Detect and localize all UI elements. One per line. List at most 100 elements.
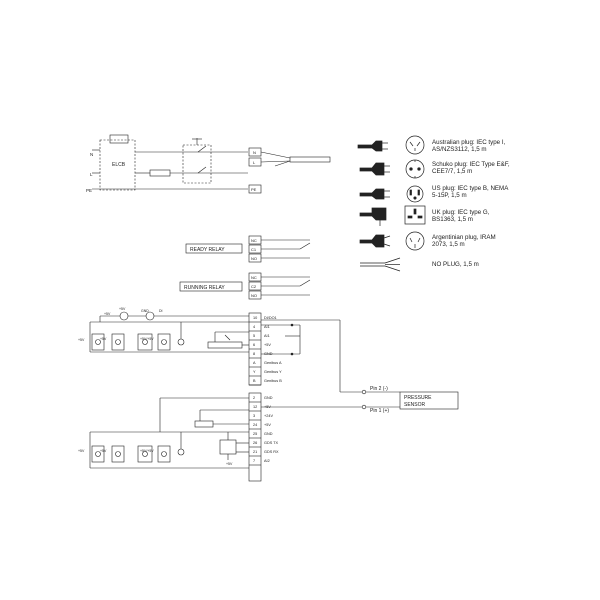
terminal-number: 26 <box>253 441 257 445</box>
pin1-node <box>361 404 367 410</box>
sensor-title-2: SENSOR <box>404 402 426 408</box>
plug-text-australian: Australian plug: IEC type I,AS/NZS3112, … <box>432 139 506 153</box>
terminal-label: Genibus A <box>264 361 282 365</box>
plug-icon-none <box>360 257 401 272</box>
plug-text-uk: UK plug: IEC type G,BS1363, 1,5 m <box>432 209 490 223</box>
svg-text:+5V/+5V: +5V/+5V <box>140 449 154 453</box>
terminal-pe <box>248 184 262 194</box>
terminal-label: +5V <box>264 423 271 427</box>
plug-icon-argentinian <box>359 231 425 251</box>
svg-text:NC: NC <box>251 238 257 243</box>
source-5v <box>119 311 129 321</box>
pin2-label: Pin 2 (-) <box>370 386 388 392</box>
terminal-label: Genibus B <box>264 379 282 383</box>
switch-contact-2 <box>197 166 207 174</box>
converter-box <box>219 439 237 455</box>
terminal-number: A <box>253 361 256 365</box>
sensor-title-1: PRESSURE <box>404 395 432 401</box>
terminal-number: 2 <box>253 396 255 400</box>
svg-text:+5V/+5V: +5V/+5V <box>140 337 154 341</box>
terminal-label: AI2 <box>264 459 270 463</box>
ready-relay-box <box>185 243 243 254</box>
switch-box <box>182 144 212 184</box>
plug-icon-uk <box>359 205 426 226</box>
svg-text:PE: PE <box>251 187 257 192</box>
running-relay: RUNNING RELAY NC C2 NO <box>179 272 311 300</box>
terminal-number: 10 <box>253 316 257 320</box>
svg-text:+5V: +5V <box>100 337 107 341</box>
fuse-symbol <box>149 169 171 177</box>
plug-text-none: NO PLUG, 1,5 m <box>432 261 479 268</box>
svg-text:C2: C2 <box>251 284 257 289</box>
svg-text:+5V: +5V <box>100 449 107 453</box>
svg-text:NO: NO <box>251 293 257 298</box>
pressure-sensor-box <box>399 391 459 410</box>
terminal-label: +24V <box>264 414 273 418</box>
plug-text-schuko: Schuko plug: IEC Type E&F,CEE7/7, 1,5 m <box>432 161 510 175</box>
power-cable <box>289 156 331 163</box>
source-di <box>145 311 155 321</box>
running-relay-box <box>179 281 243 292</box>
svg-text:GND: GND <box>141 309 149 313</box>
terminal-label: AI1 <box>264 334 270 338</box>
filter-top-symbol <box>109 134 129 144</box>
terminal-number: 8 <box>253 352 255 356</box>
svg-text:DI: DI <box>159 309 163 313</box>
svg-text:+5V: +5V <box>104 312 111 316</box>
svg-text:NC: NC <box>251 275 257 280</box>
terminal-label: GND <box>264 396 273 400</box>
svg-text:+5V: +5V <box>226 462 233 466</box>
potentiometer-2 <box>194 420 214 428</box>
terminal-number: 7 <box>253 459 255 463</box>
potentiometer-1 <box>207 341 243 349</box>
svg-text:+5V: +5V <box>78 338 85 342</box>
terminal-number: 24 <box>253 423 257 427</box>
plug-icon-us <box>359 185 424 203</box>
terminal-label: Genibus Y <box>264 370 282 374</box>
svg-text:+5V: +5V <box>78 449 85 453</box>
svg-text:L: L <box>253 160 256 165</box>
plug-icon-schuko <box>359 159 425 179</box>
terminal-number: 6 <box>253 343 255 347</box>
pin2-node <box>361 389 367 395</box>
pin1-label: Pin 1 (+) <box>370 408 389 414</box>
running-relay-label: RUNNING RELAY <box>184 285 225 291</box>
terminal-strip-2 <box>248 392 262 482</box>
terminal-label: AI1 <box>264 325 270 329</box>
terminal-label: GDS RX <box>264 450 279 454</box>
terminal-number: 25 <box>253 432 257 436</box>
pressure-sensor: Pin 2 (-) Pin 1 (+) PRESSURE SENSOR <box>361 386 459 414</box>
power-label-n: N <box>90 152 93 157</box>
terminal-label: +5V <box>264 343 271 347</box>
power-label-pe: PE <box>86 188 92 193</box>
svg-text:C1: C1 <box>251 247 257 252</box>
ready-relay: READY RELAY NC C1 NO <box>185 235 311 263</box>
terminal-number: 12 <box>253 405 257 409</box>
terminal-label: GND <box>264 432 273 436</box>
input-group-2: +5V +5V +5V/+5V <box>78 445 185 463</box>
filter-box <box>99 139 136 191</box>
ready-relay-label: READY RELAY <box>190 247 225 253</box>
terminal-number: B <box>253 379 256 383</box>
terminal-label: DI/DO1 <box>264 316 277 320</box>
terminal-number: 5 <box>253 334 255 338</box>
power-section: ELCB N L PE N L PE <box>86 134 331 194</box>
terminal-number: Y <box>253 370 256 374</box>
svg-text:NO: NO <box>251 256 257 261</box>
terminal-number: 3 <box>253 414 255 418</box>
terminal-label: GDS TX <box>264 441 279 445</box>
svg-text:+5V: +5V <box>119 307 126 311</box>
filter-label: ELCB <box>112 162 126 168</box>
svg-text:N: N <box>253 150 256 155</box>
plug-symbols <box>357 135 426 272</box>
switch-contact-1 <box>197 145 207 153</box>
terminal-number: 21 <box>253 450 257 454</box>
power-label-l: L <box>90 172 93 177</box>
input-group-1: +5V +5V +5V/+5V <box>78 333 185 351</box>
plug-icon-australian <box>357 135 425 155</box>
